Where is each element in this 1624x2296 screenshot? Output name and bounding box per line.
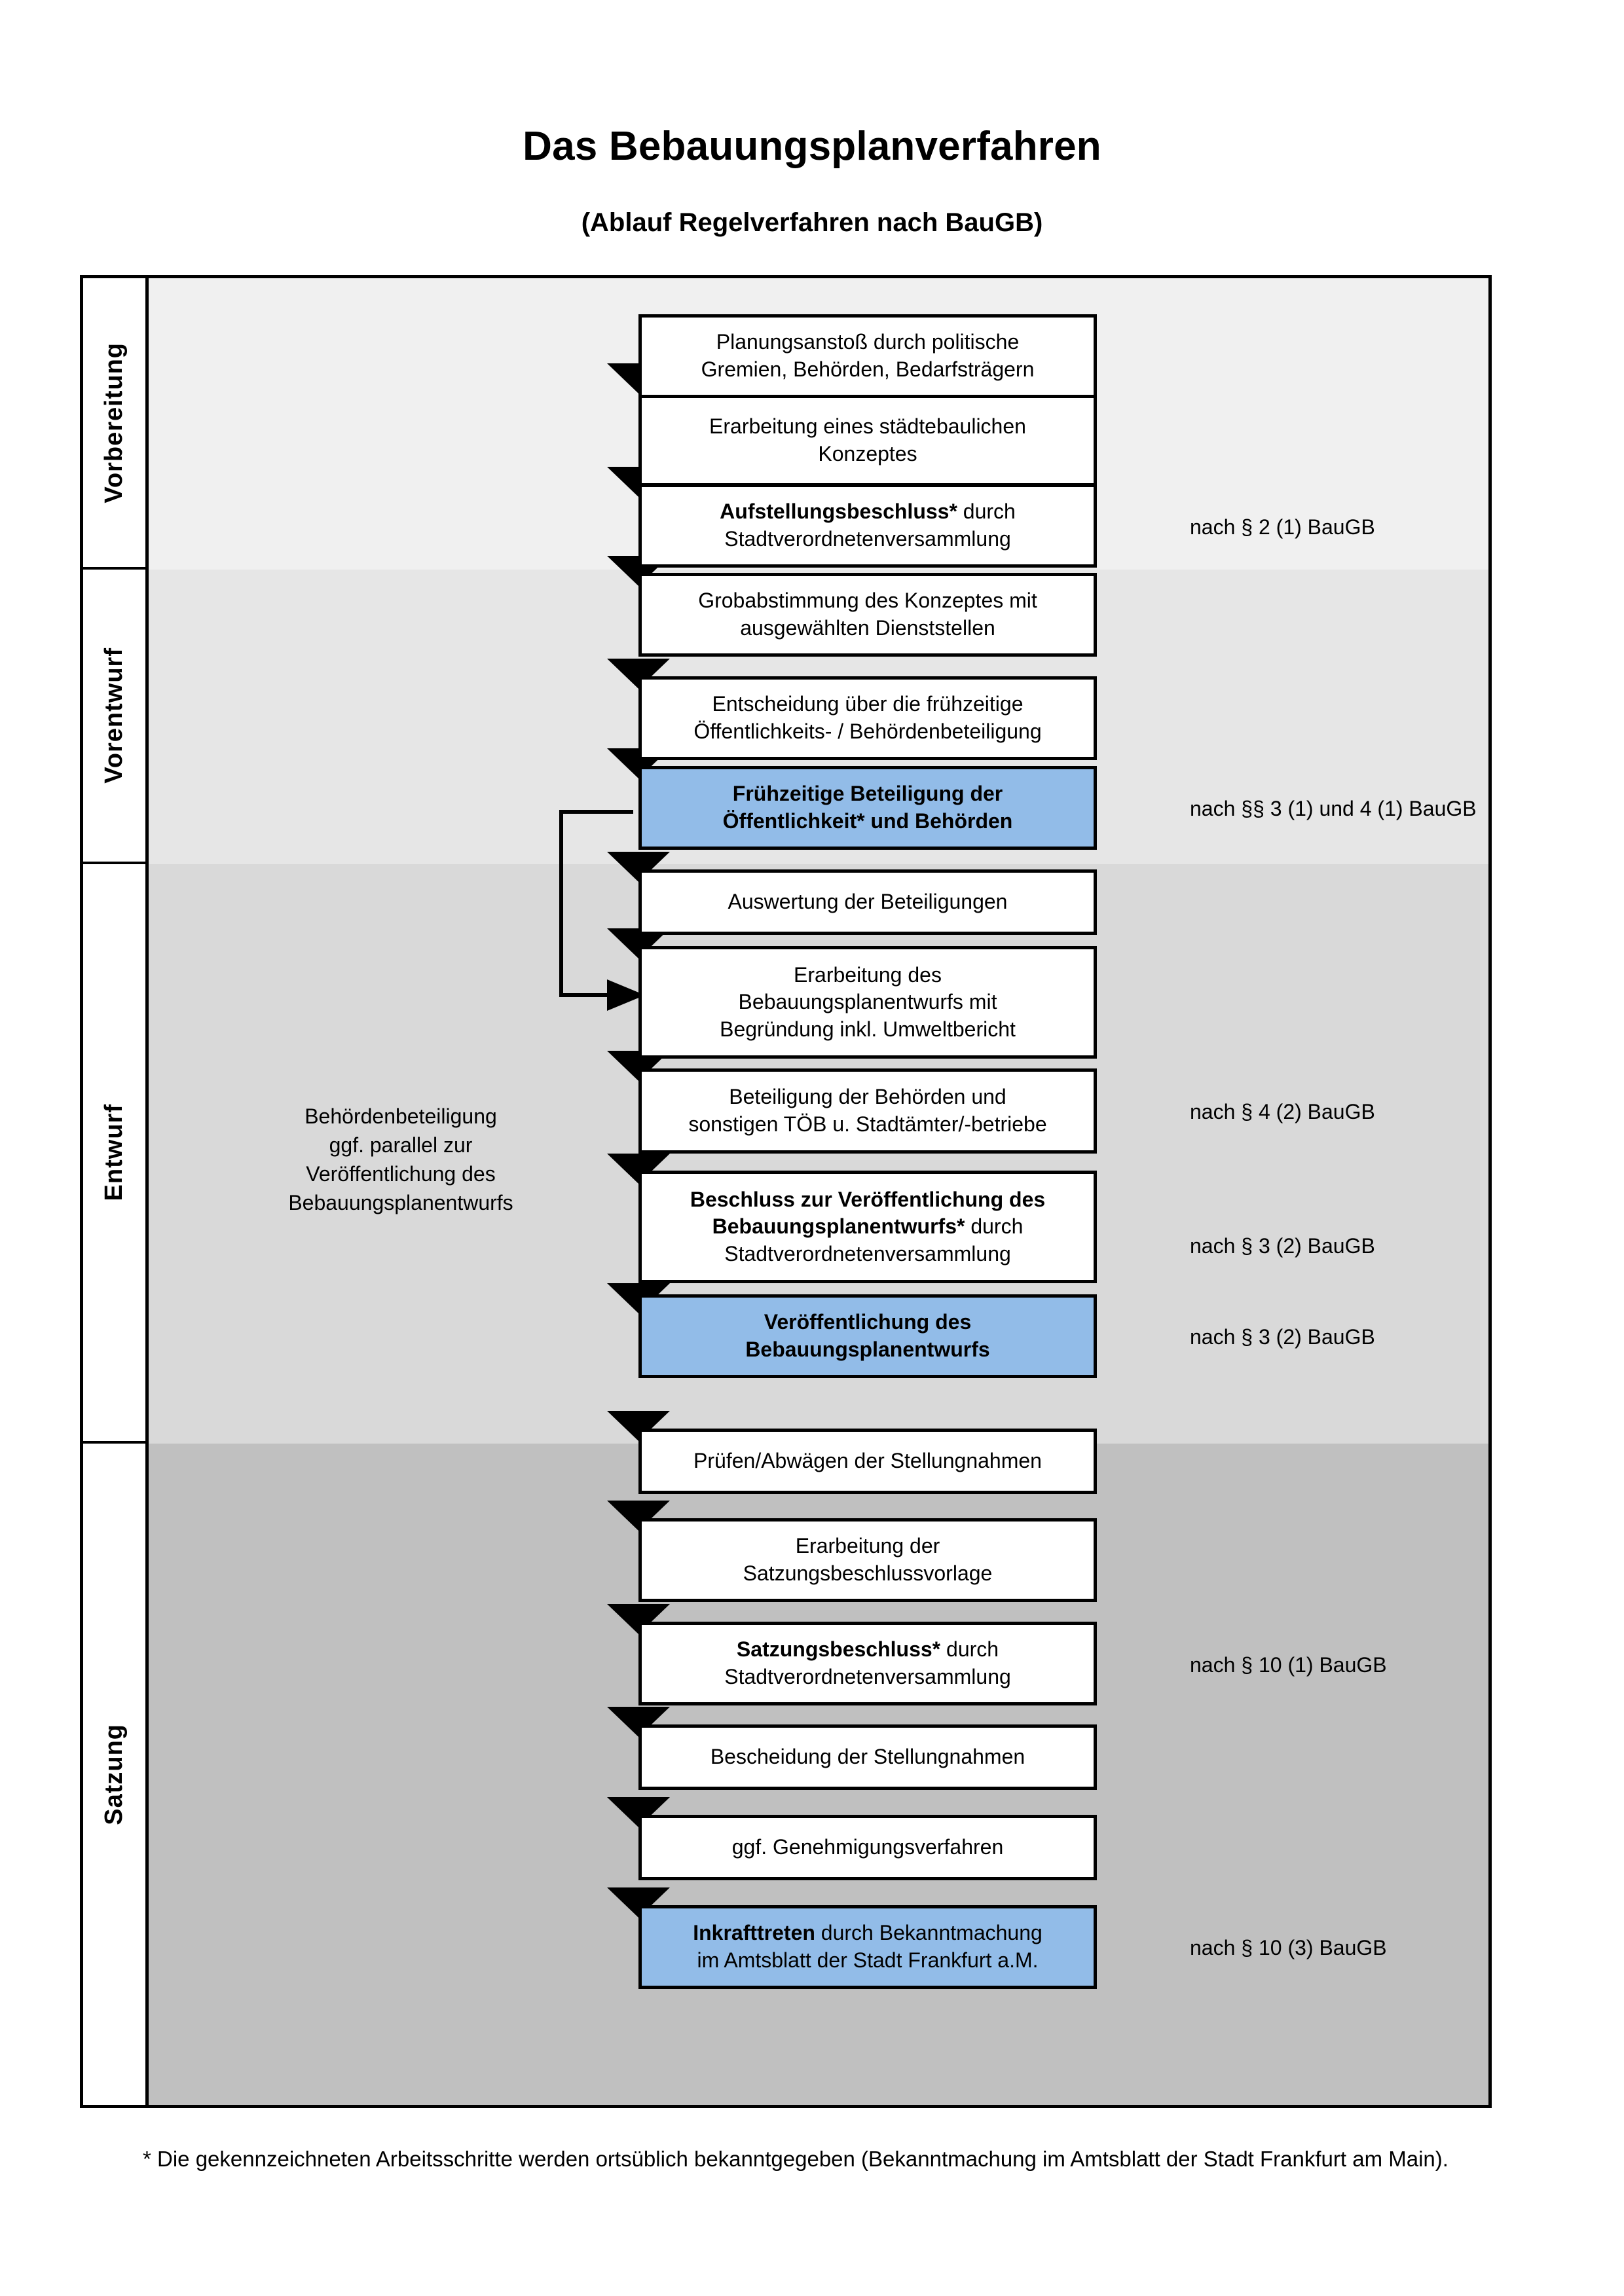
side-note-line: Bebauungsplanentwurfs — [288, 1191, 513, 1215]
step-line: Erarbeitung der — [795, 1534, 940, 1558]
step-line-bold: Satzungsbeschluss* — [736, 1637, 941, 1662]
footnote: * Die gekennzeichneten Arbeitsschritte w… — [143, 2147, 1449, 2171]
step-line: im Amtsblatt der Stadt Frankfurt a.M. — [697, 1948, 1039, 1972]
step-line: Erarbeitung eines städtebaulichen — [709, 414, 1026, 439]
phase-label-satzung: Satzung — [83, 1444, 145, 2105]
law-note-3-1-4-1: nach §§ 3 (1) und 4 (1) BauGB — [1190, 797, 1477, 820]
step-line: Erarbeitung des — [794, 962, 942, 987]
phase-label-text: Satzung — [100, 1723, 128, 1825]
law-note-4-2: nach § 4 (2) BauGB — [1190, 1100, 1375, 1123]
step-line-bold: Veröffentlichung des — [764, 1310, 972, 1334]
step-line: Konzeptes — [818, 442, 917, 465]
step-satzungsbeschluss[interactable]: Satzungsbeschluss* durch Stadtverordnete… — [638, 1622, 1097, 1705]
step-line-bold: Beschluss zur Veröffentlichung des — [690, 1187, 1046, 1211]
step-line: Gremien, Behörden, Bedarfsträgern — [701, 357, 1035, 381]
step-line: Entscheidung über die frühzeitige — [712, 692, 1024, 716]
step-pruefen-abwaegen[interactable]: Prüfen/Abwägen der Stellungnahmen — [638, 1429, 1097, 1494]
step-line: sonstigen TÖB u. Stadtämter/-betriebe — [688, 1112, 1047, 1136]
phase-label-text: Vorbereitung — [100, 342, 128, 503]
step-aufstellungsbeschluss[interactable]: Aufstellungsbeschluss* durch Stadtverord… — [638, 484, 1097, 568]
step-planungsanstoss[interactable]: Planungsanstoß durch politische Gremien,… — [638, 314, 1097, 398]
step-line: durch — [963, 500, 1016, 524]
phase-label-text: Entwurf — [100, 1104, 128, 1201]
step-konzept[interactable]: Erarbeitung eines städtebaulichen Konzep… — [638, 395, 1097, 486]
step-line: Beteiligung der Behörden und — [729, 1085, 1006, 1109]
law-note-2-1: nach § 2 (1) BauGB — [1190, 515, 1375, 539]
phase-label-vorbereitung: Vorbereitung — [83, 278, 145, 570]
step-beteiligung-behoerden[interactable]: Beteiligung der Behörden und sonstigen T… — [638, 1068, 1097, 1154]
step-line-bold: Bebauungsplanentwurfs* — [712, 1214, 965, 1239]
step-line: Grobabstimmung des Konzeptes mit — [698, 589, 1037, 613]
step-line-bold: Frühzeitige Beteiligung der — [732, 782, 1003, 806]
step-line: durch — [965, 1214, 1024, 1239]
step-inkrafttreten[interactable]: Inkrafttreten durch Bekanntmachung im Am… — [638, 1905, 1097, 1989]
step-line-bold: Inkrafttreten — [693, 1921, 815, 1945]
law-note-3-2-b: nach § 3 (2) BauGB — [1190, 1325, 1375, 1349]
law-note-10-3: nach § 10 (3) BauGB — [1190, 1936, 1387, 1959]
step-line-bold: Aufstellungsbeschluss* — [720, 500, 957, 524]
step-line: Bescheidung der Stellungnahmen — [710, 1745, 1025, 1769]
phase-label-text: Vorentwurf — [100, 647, 128, 784]
side-note-line: ggf. parallel zur — [329, 1133, 473, 1157]
step-bescheidung[interactable]: Bescheidung der Stellungnahmen — [638, 1724, 1097, 1790]
phase-label-column: Vorbereitung Vorentwurf Entwurf Satzung — [83, 278, 149, 2105]
flow-content-area: Planungsanstoß durch politische Gremien,… — [149, 278, 1488, 2105]
behoerdenbeteiligung-note: Behördenbeteiligung ggf. parallel zur Ve… — [247, 1102, 555, 1218]
step-line: Auswertung der Beteiligungen — [728, 890, 1008, 914]
step-line: Stadtverordnetenversammlung — [724, 1241, 1011, 1266]
step-line: Satzungsbeschlussvorlage — [743, 1561, 993, 1585]
step-line-bold: Bebauungsplanentwurfs — [745, 1338, 990, 1361]
step-line: Öffentlichkeits- / Behördenbeteiligung — [693, 720, 1042, 743]
step-entscheidung[interactable]: Entscheidung über die frühzeitige Öffent… — [638, 676, 1097, 760]
phase-label-vorentwurf: Vorentwurf — [83, 570, 145, 864]
step-line: Stadtverordnetenversammlung — [724, 1665, 1011, 1688]
step-line: Stadtverordnetenversammlung — [724, 527, 1011, 551]
step-line: durch — [946, 1637, 999, 1662]
side-note-line: Veröffentlichung des — [306, 1162, 496, 1186]
step-grobabstimmung[interactable]: Grobabstimmung des Konzeptes mit ausgewä… — [638, 573, 1097, 657]
law-note-3-2-a: nach § 3 (2) BauGB — [1190, 1234, 1375, 1258]
step-fruehzeitige-beteiligung[interactable]: Frühzeitige Beteiligung der Öffentlichke… — [638, 766, 1097, 850]
step-line: Prüfen/Abwägen der Stellungnahmen — [693, 1449, 1042, 1473]
step-auswertung[interactable]: Auswertung der Beteiligungen — [638, 869, 1097, 935]
step-beschluss-veroeffentlichung[interactable]: Beschluss zur Veröffentlichung des Bebau… — [638, 1171, 1097, 1283]
step-line-bold: Öffentlichkeit* und Behörden — [722, 809, 1013, 833]
page-subtitle: (Ablauf Regelverfahren nach BauGB) — [581, 208, 1043, 237]
step-satzungsbeschlussvorlage[interactable]: Erarbeitung der Satzungsbeschlussvorlage — [638, 1518, 1097, 1602]
step-erarbeitung-entwurf[interactable]: Erarbeitung des Bebauungsplanentwurfs mi… — [638, 946, 1097, 1059]
step-line: Planungsanstoß durch politische — [716, 330, 1020, 354]
step-line: durch Bekanntmachung — [821, 1921, 1043, 1945]
page-title: Das Bebauungsplanverfahren — [523, 124, 1101, 169]
step-line: Bebauungsplanentwurfs mit — [738, 990, 997, 1014]
step-line: ausgewählten Dienststellen — [740, 616, 995, 640]
step-genehmigungsverfahren[interactable]: ggf. Genehmigungsverfahren — [638, 1815, 1097, 1880]
step-veroeffentlichung[interactable]: Veröffentlichung des Bebauungsplanentwur… — [638, 1294, 1097, 1378]
step-line: Begründung inkl. Umweltbericht — [720, 1017, 1016, 1041]
side-note-line: Behördenbeteiligung — [304, 1104, 497, 1128]
law-note-10-1: nach § 10 (1) BauGB — [1190, 1653, 1387, 1677]
phase-label-entwurf: Entwurf — [83, 864, 145, 1444]
step-line: ggf. Genehmigungsverfahren — [731, 1835, 1004, 1859]
flowchart-frame: Vorbereitung Vorentwurf Entwurf Satzung — [80, 275, 1492, 2108]
